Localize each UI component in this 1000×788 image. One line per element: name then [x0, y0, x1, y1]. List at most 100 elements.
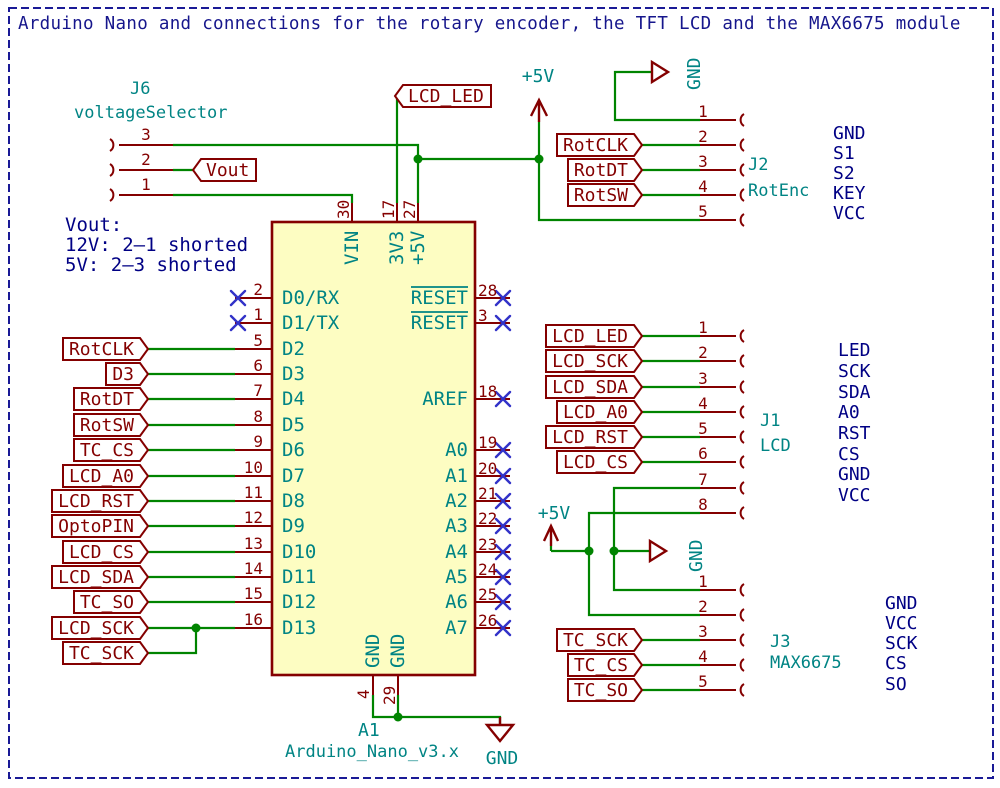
pin-name: RESET: [411, 312, 468, 334]
junction-dot: [191, 623, 201, 633]
pin-name: D8: [282, 490, 305, 512]
left-net-labels: RotCLK D3 RotDT RotSW TC_CS LCD_A0 LCD_R…: [51, 337, 150, 665]
junction-dot: [609, 546, 619, 556]
net-label-box: [567, 678, 644, 702]
net-label-text: LCD_LED: [408, 86, 484, 107]
j1-pin-number: 8: [698, 495, 708, 514]
net-label-box: [51, 565, 150, 589]
j3-pin-name: CS: [885, 653, 907, 674]
net-label-text: D3: [112, 364, 134, 385]
j1-ref: J1: [760, 411, 780, 431]
net-label-text: LCD_CS: [563, 452, 628, 473]
j1-pin-number: 4: [698, 394, 708, 413]
arduino-nano-symbol: 30 17 27 VIN 3V3 +5V 4 29 GND GND 2 1 5 …: [244, 200, 498, 762]
j6-pin-number: 2: [141, 150, 151, 169]
j3-ref: J3: [770, 632, 790, 652]
j2-pin-name: S1: [833, 143, 855, 164]
pin-number: 25: [478, 585, 497, 604]
net-label-box: [545, 375, 644, 399]
pin-number: 10: [244, 458, 263, 477]
plus5v-arrow-icon: [542, 523, 560, 546]
power-symbols: +5V +5V GND GND GND: [484, 57, 707, 769]
j1-pin-name: SDA: [838, 382, 871, 403]
j2-value: RotEnc: [748, 181, 809, 201]
pin-name: +5V: [407, 231, 429, 265]
net-label-box: [62, 464, 150, 488]
pin-number: 4: [354, 689, 373, 699]
j3-pin-number: 3: [698, 622, 708, 641]
pin-number: 21: [478, 484, 497, 503]
net-label-text: TC_SCK: [69, 643, 134, 664]
j3-pin-number: 4: [698, 647, 708, 666]
j2-pin-name: S2: [833, 163, 855, 184]
net-label-text: LCD_SDA: [552, 377, 628, 398]
pin-number: 28: [478, 281, 497, 300]
pin-number: 7: [253, 381, 263, 400]
net-label-text: RotSW: [574, 185, 628, 206]
net-label-box: [545, 425, 644, 449]
pin-number: 8: [253, 407, 263, 426]
pin-name: D6: [282, 439, 305, 461]
net-label-text: RotSW: [80, 415, 134, 436]
junction-dot: [393, 712, 403, 722]
pin-name: D10: [282, 541, 316, 563]
net-label-text: RotCLK: [563, 135, 628, 156]
connector-pin-hooks: [109, 113, 745, 697]
pin-name: A0: [445, 439, 468, 461]
wires-green: [148, 70, 700, 725]
pin-number: 19: [478, 433, 497, 452]
no-connect-x-icons: [229, 289, 512, 637]
plus5v-label: +5V: [522, 66, 555, 87]
net-label-text: LCD_A0: [563, 402, 628, 423]
pin-number: 17: [379, 200, 398, 219]
net-label-box: [556, 400, 644, 424]
net-label-lcd-led-top: LCD_LED: [393, 84, 492, 108]
vout-note-line: 12V: 2–1 shorted: [65, 234, 248, 256]
net-label-text: RotCLK: [69, 339, 134, 360]
net-label-box: [393, 84, 492, 108]
net-label-text: TC_CS: [80, 440, 134, 461]
pin-name: GND: [387, 634, 409, 668]
connector-j3: 1 2 3 4 5 GND VCC SCK CS SO J3 MAX6675 T…: [556, 572, 918, 702]
pin-number: 24: [478, 560, 497, 579]
pin-name: A5: [445, 566, 468, 588]
net-label-text: TC_SO: [80, 592, 134, 613]
pin-number: 11: [244, 483, 263, 502]
net-label-text: LCD_LED: [552, 326, 628, 347]
j2-pin-number: 4: [698, 177, 708, 196]
pin-number: 13: [244, 534, 263, 553]
pin-name: A1: [445, 465, 468, 487]
sheet-title: Arduino Nano and connections for the rot…: [18, 14, 961, 34]
net-label-box: [556, 450, 644, 474]
j2-pin-name: VCC: [833, 203, 866, 224]
gnd-label: GND: [486, 748, 519, 769]
j1-pin-name: LED: [838, 340, 871, 361]
net-label-text: TC_CS: [574, 655, 628, 676]
pin-number: 5: [253, 331, 263, 350]
plus5v-label: +5V: [538, 503, 571, 524]
j2-ref: J2: [748, 155, 768, 175]
net-label-box: [567, 158, 644, 182]
pin-number: 22: [478, 509, 497, 528]
pin-stubs: [119, 119, 736, 695]
pin-name: D5: [282, 414, 305, 436]
net-label-box: [73, 387, 150, 411]
net-label-vout-text: Vout: [206, 160, 249, 181]
sheet-border: [8, 7, 994, 779]
j1-pin-name: A0: [838, 402, 860, 423]
gnd-triangle-icon: [484, 717, 516, 743]
pin-number: 27: [400, 200, 419, 219]
pin-number: 26: [478, 611, 497, 630]
arduino-body: [270, 220, 477, 677]
j2-pin-name: GND: [833, 123, 866, 144]
net-label-text: TC_SCK: [563, 630, 628, 651]
connector-j1: 1 2 3 4 5 6 7 8 LED SCK SDA A0 RST CS GN…: [545, 318, 871, 514]
pin-number: 3: [478, 306, 488, 325]
pin-number: 6: [253, 356, 263, 375]
net-label-text: LCD_RST: [58, 491, 134, 512]
net-label-box: [51, 489, 150, 513]
net-label-box: [567, 653, 644, 677]
net-label-box: [73, 590, 150, 614]
j6-pin-number: 3: [141, 125, 151, 144]
